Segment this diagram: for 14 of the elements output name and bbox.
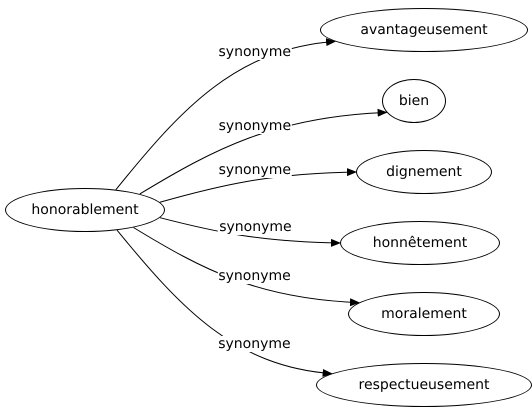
edge-label: synonyme [217,336,292,352]
arrow [116,230,333,376]
node-label: honnêtement [372,235,468,251]
arrow [159,217,341,247]
arrow [139,108,388,194]
node-label: respectueusement [358,377,490,393]
node-label: honorablement [31,202,139,218]
ellipse-node [316,363,532,407]
arrow [159,168,357,203]
node-label: avantageusement [360,22,488,38]
ellipse-node [382,79,446,123]
node-label: bien [398,93,430,109]
node-label: moralement [381,306,467,322]
node-label: dignement [386,164,462,180]
